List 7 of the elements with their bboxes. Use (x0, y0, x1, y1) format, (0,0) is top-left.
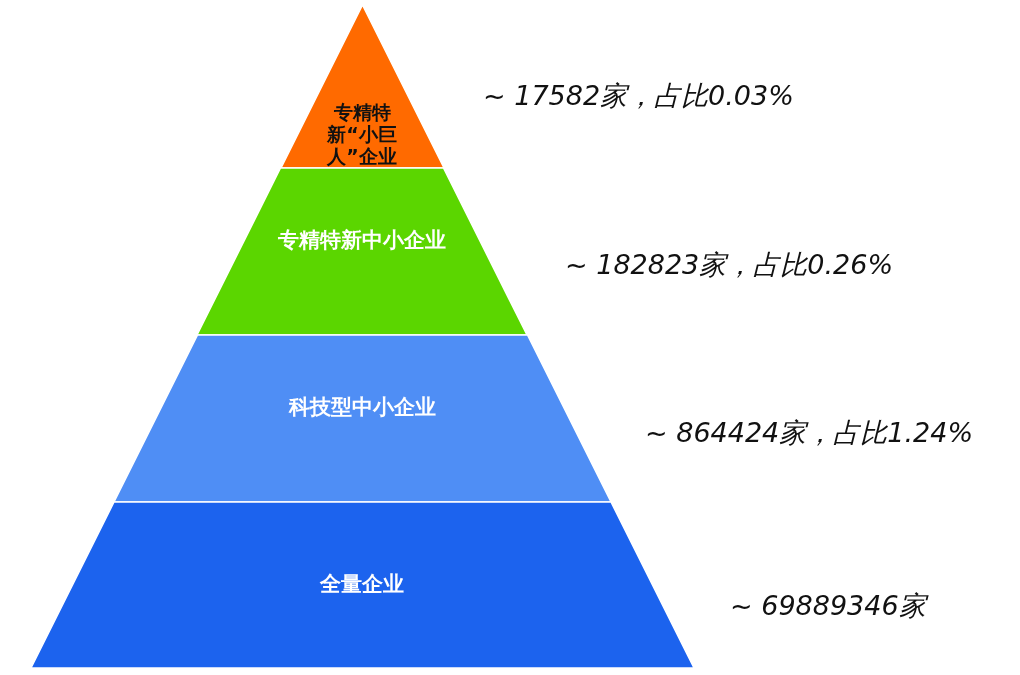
tier-label: 专精特新中小企业 (277, 227, 447, 254)
tier-label: 科技型中小企业 (287, 394, 437, 421)
count-label: ~ 864424家，占比1.24% (645, 416, 974, 450)
count-label: ~ 182823家，占比0.26% (565, 248, 894, 282)
tier-label: 全量企业 (319, 571, 405, 598)
tier-label: 专精特新“小巨人”企业 (326, 101, 398, 167)
count-label: ~ 17582家，占比0.03% (483, 79, 794, 113)
